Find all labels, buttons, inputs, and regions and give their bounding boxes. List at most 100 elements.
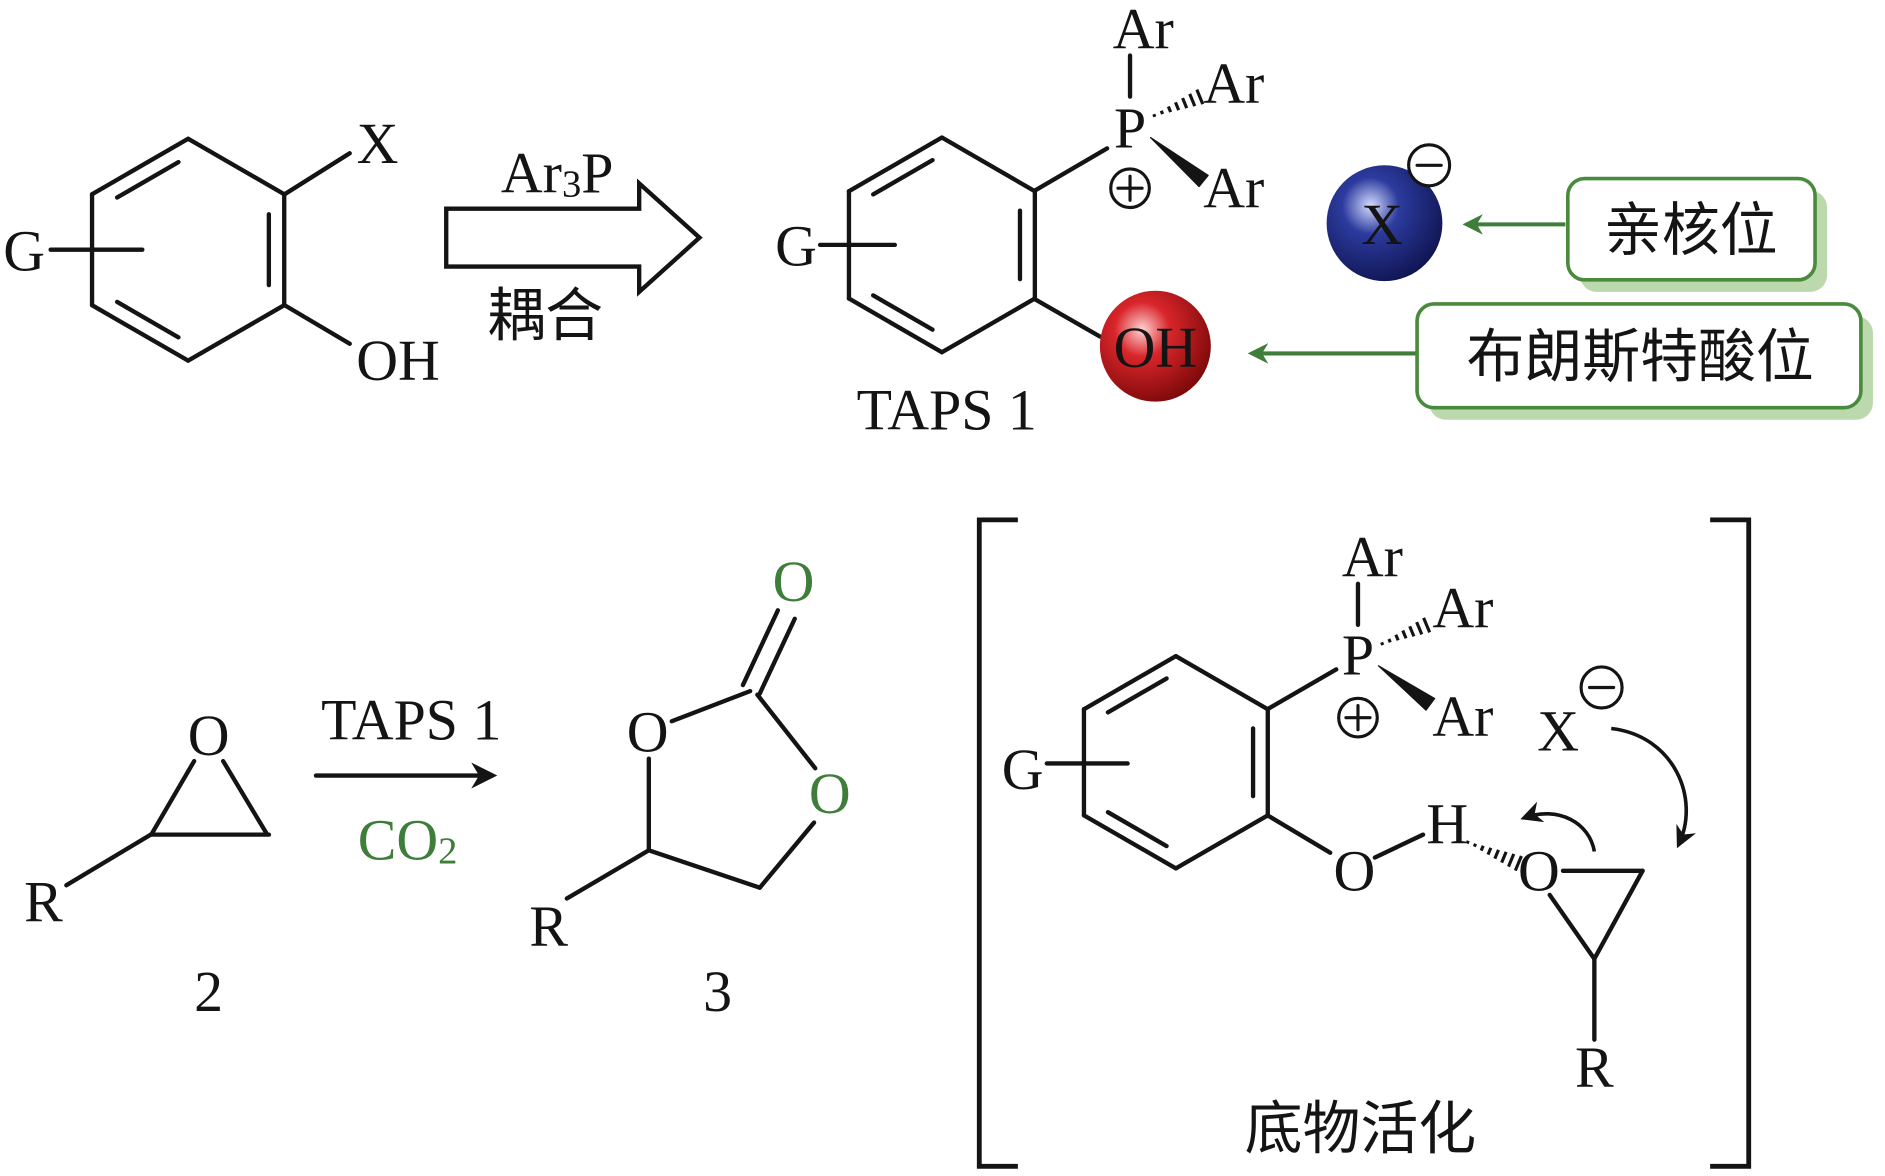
cycloaddition-step: TAPS 1 CO2: [313, 688, 501, 873]
aryl-top-label: Ar: [1342, 525, 1403, 590]
ring-oxygen-right-label: O: [809, 761, 851, 826]
ring-inner-double-bond: [1105, 810, 1169, 849]
hash-line: [1513, 855, 1523, 872]
hydrogen-bond-hashed: [1465, 840, 1523, 872]
x-bond: [282, 151, 352, 197]
p-aryl-bond: [1265, 667, 1339, 712]
ring-bond: [846, 135, 945, 194]
ring-bond: [669, 688, 753, 724]
phenol-oxygen-label: O: [1333, 838, 1375, 903]
halogen-label: X: [357, 111, 399, 176]
solid-wedge-bond: [1149, 136, 1209, 188]
reagent-prefix: Ar: [501, 140, 562, 205]
ring-inner-double-bond: [1105, 676, 1169, 715]
hash-line: [1493, 849, 1500, 860]
anion-label: X: [1537, 698, 1579, 763]
hash-line: [1394, 634, 1400, 641]
callout-label: 布朗斯特酸位: [1467, 325, 1814, 390]
callout-box: [1566, 176, 1817, 282]
hydroxyl-sphere: [1099, 290, 1211, 402]
epoxide-2: O R 2: [24, 703, 272, 1024]
callout-label: 亲核位: [1604, 198, 1778, 263]
bracket-right: [1710, 517, 1752, 1169]
phosphorus-label: P: [1114, 95, 1146, 160]
coupling-reagent: Ar3P: [501, 140, 614, 206]
hash-line: [1195, 89, 1205, 105]
callout-nucleophilic-site: 亲核位: [1462, 176, 1828, 292]
solid-wedge-bond: [1377, 665, 1436, 711]
epoxide-bond: [149, 758, 197, 836]
hash-line: [1166, 105, 1173, 113]
epoxide-oxygen-label: O: [188, 703, 230, 768]
hash-line: [1422, 617, 1432, 633]
phosphorus-label: P: [1342, 622, 1374, 687]
hashed-wedge-bond: [1380, 617, 1432, 646]
epoxide-bond: [220, 758, 269, 836]
epoxide-bond: [1547, 892, 1597, 962]
hydroxyl-label: OH: [1114, 315, 1198, 380]
o-h-bond: [1372, 832, 1426, 860]
epoxide-oxygen-label: O: [1518, 838, 1560, 903]
ring-substituent-label: G: [775, 214, 817, 279]
ring-bond: [939, 135, 1038, 194]
curved-arrow-nucleophilic-attack: [1611, 726, 1697, 849]
ring-bond: [755, 692, 818, 771]
ring-bond: [1173, 813, 1270, 871]
oh-bond: [1032, 296, 1103, 339]
ring-bond: [185, 303, 287, 363]
bracket-left: [976, 517, 1018, 1169]
ring-substituent-label: G: [3, 218, 45, 283]
hash-line: [1380, 641, 1385, 646]
anion-label: X: [1361, 192, 1403, 257]
catalyst-label: TAPS 1: [321, 688, 501, 753]
ring-substituent-label: G: [1002, 737, 1044, 802]
charge-minus-icon: [1407, 143, 1452, 188]
ring-inner-double-bond: [114, 299, 181, 340]
ring-oxygen-left-label: O: [627, 700, 669, 765]
ring-inner-double-bond: [871, 157, 935, 197]
charge-plus-icon: [1109, 167, 1151, 210]
carbonyl-double-bond: [757, 616, 797, 696]
hollow-arrow-icon: [444, 178, 703, 297]
oh-bond: [282, 303, 352, 346]
aryl-lower-label: Ar: [1203, 156, 1264, 221]
reagent-suffix: P: [581, 140, 613, 205]
ring-bond: [89, 303, 191, 363]
ring-bond: [1173, 653, 1270, 712]
hash-line: [1159, 110, 1165, 115]
aryl-top-label: Ar: [1113, 0, 1174, 62]
ring-inner-double-bond: [871, 293, 935, 332]
aryl-lower-label: Ar: [1432, 684, 1493, 749]
co2-subscript: 2: [438, 831, 457, 873]
aryl-upper-label: Ar: [1203, 51, 1264, 116]
compound-number: 2: [194, 959, 223, 1024]
charge-minus-icon: [1579, 665, 1624, 710]
hashed-wedge-bond: [1152, 89, 1205, 118]
hydroxyl-label: OH: [356, 328, 440, 393]
hash-line: [1507, 853, 1516, 868]
substituent-label: R: [24, 870, 63, 935]
hash-line: [1479, 845, 1485, 852]
ring-bond: [1081, 653, 1179, 712]
anion-sphere: [1326, 165, 1443, 282]
hash-line: [1174, 101, 1181, 111]
substrate-activation: G P Ar Ar Ar O H O R X 底物活化: [976, 517, 1752, 1169]
hash-line: [1472, 843, 1478, 848]
hash-line: [1465, 840, 1470, 845]
benzene-ring: [1081, 653, 1270, 871]
coupling-label: 耦合: [487, 284, 603, 349]
hash-line: [1181, 97, 1189, 109]
callout-bronsted-acid-site: 布朗斯特酸位: [1247, 302, 1873, 420]
callout-box: [1415, 302, 1863, 410]
co2-prefix: CO: [358, 807, 438, 872]
co2-label: CO2: [358, 807, 458, 873]
ring-bond: [89, 136, 191, 197]
r-bond: [64, 832, 153, 888]
carbonyl-double-bond: [740, 608, 781, 688]
aryl-upper-label: Ar: [1432, 575, 1493, 640]
hash-line: [1500, 851, 1508, 864]
ring-inner-double-bond: [114, 159, 181, 200]
hash-line: [1188, 93, 1197, 107]
hash-line: [1152, 113, 1157, 118]
